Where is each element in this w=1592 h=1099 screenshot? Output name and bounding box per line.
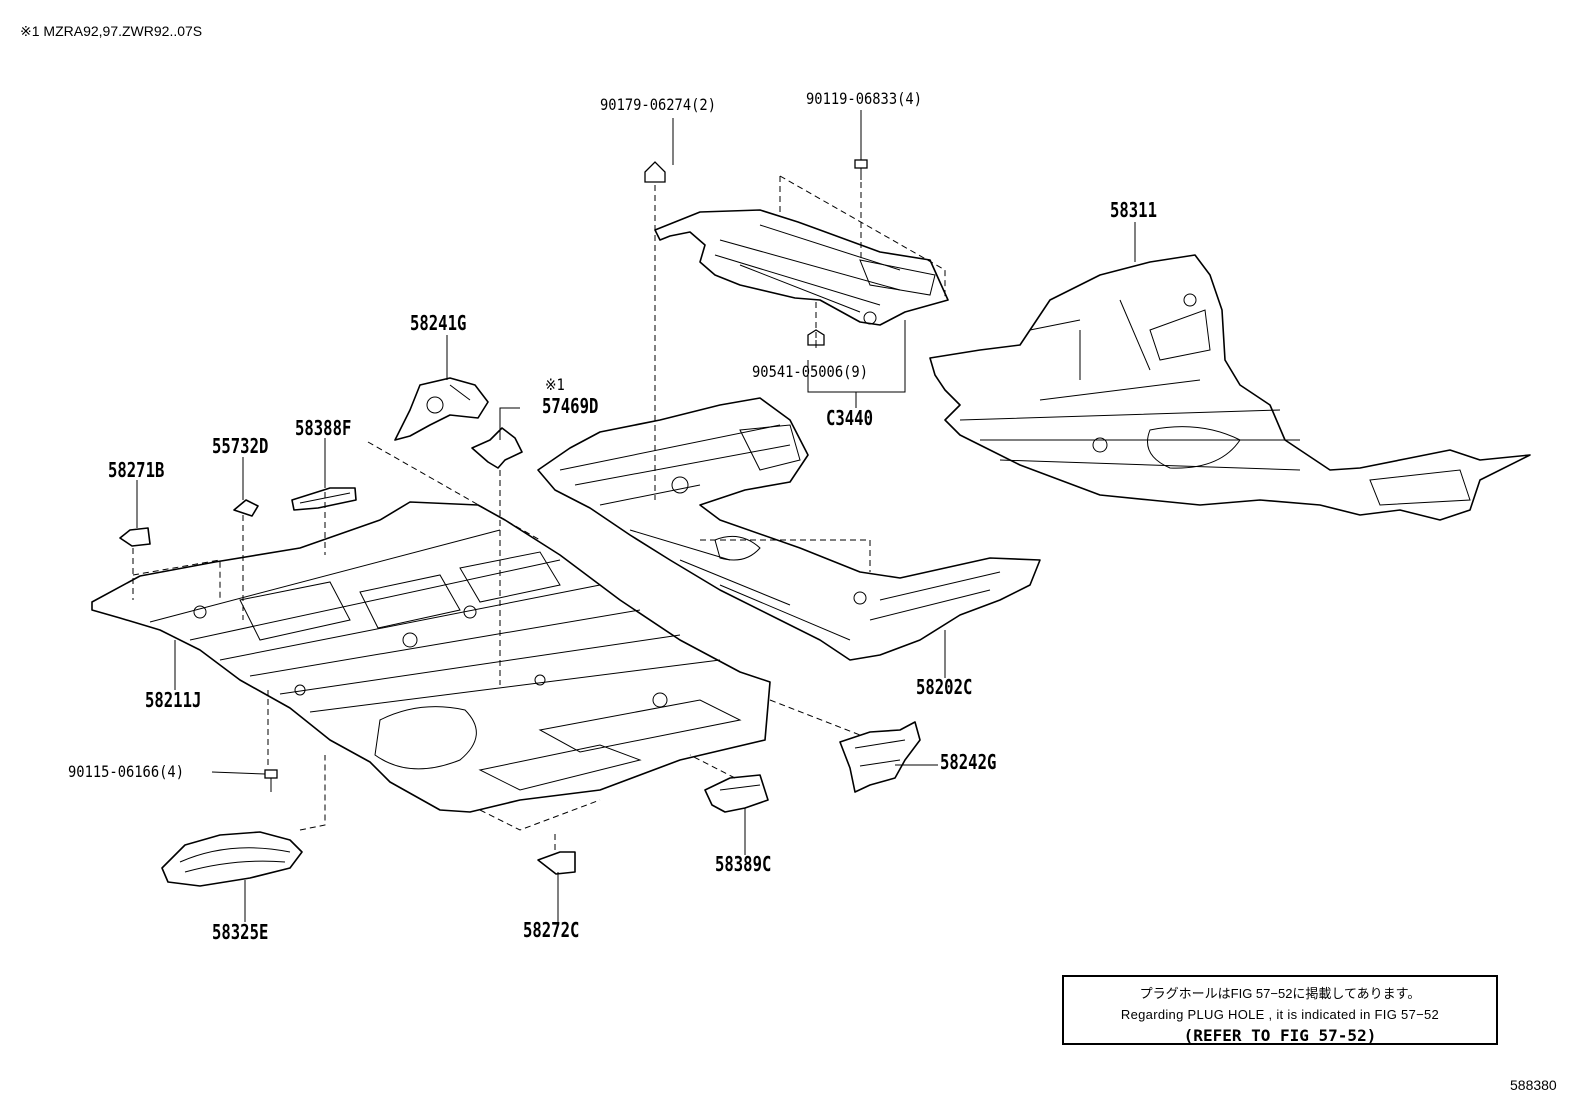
callout-55732d: 55732D [212,434,269,458]
bracket-57469d [471,427,523,469]
bracket-58388f [291,487,357,511]
front-floor-pan-58211j [91,501,771,813]
callout-c3440: C3440 [826,406,873,430]
plug-hole-note-box: プラグホールはFIG 57−52に掲載してあります。 Regarding PLU… [1062,975,1498,1045]
callout-90179-06274: 90179-06274(2) [600,95,716,114]
bolt-90119-icon [854,159,868,180]
callout-90119-06833: 90119-06833(4) [806,89,922,108]
rear-floor-58311 [929,254,1531,521]
bracket-58389c [704,774,769,813]
callout-58242g: 58242G [940,750,997,774]
callout-58389c: 58389C [715,852,772,876]
plug-hole-note-english: Regarding PLUG HOLE , it is indicated in… [1120,1007,1440,1022]
bracket-58242g [839,721,921,793]
figure-number: 588380 [1510,1077,1557,1093]
bolt-90179-icon [644,161,666,183]
callout-58388f: 58388F [295,416,352,440]
leader-lines [136,110,1136,922]
tray-58325e [161,831,303,887]
bracket-58241g [394,377,489,441]
callout-90541-05006: 90541-05006(9) [752,362,868,381]
callout-90115-06166: 90115-06166(4) [68,762,184,781]
bracket-58272c [537,851,576,875]
plug-hole-reference: (REFER TO FIG 57-52) [1183,1026,1377,1045]
callout-58202c: 58202C [916,675,973,699]
callout-58271b: 58271B [108,458,165,482]
assembly-dashed-lines [132,175,946,850]
plug-hole-note-japanese: プラグホールはFIG 57−52に掲載してあります。 [1139,986,1421,1001]
callout-57469d-mark: ※1 [545,375,565,394]
callout-57469d: 57469D [542,394,599,418]
callout-58325e: 58325E [212,920,269,944]
rear-floor-panel-c3440 [654,209,949,326]
callout-58311: 58311 [1110,198,1157,222]
floor-pan-58202c [537,397,1041,661]
callout-58211j: 58211J [145,688,202,712]
bracket-58271b [119,527,151,547]
callout-58272c: 58272C [523,918,580,942]
bolt-90115-icon [264,769,278,792]
clip-55732d [233,499,259,517]
callout-58241g: 58241G [410,311,467,335]
applicability-note: ※1 MZRA92,97.ZWR92..07S [20,23,203,39]
